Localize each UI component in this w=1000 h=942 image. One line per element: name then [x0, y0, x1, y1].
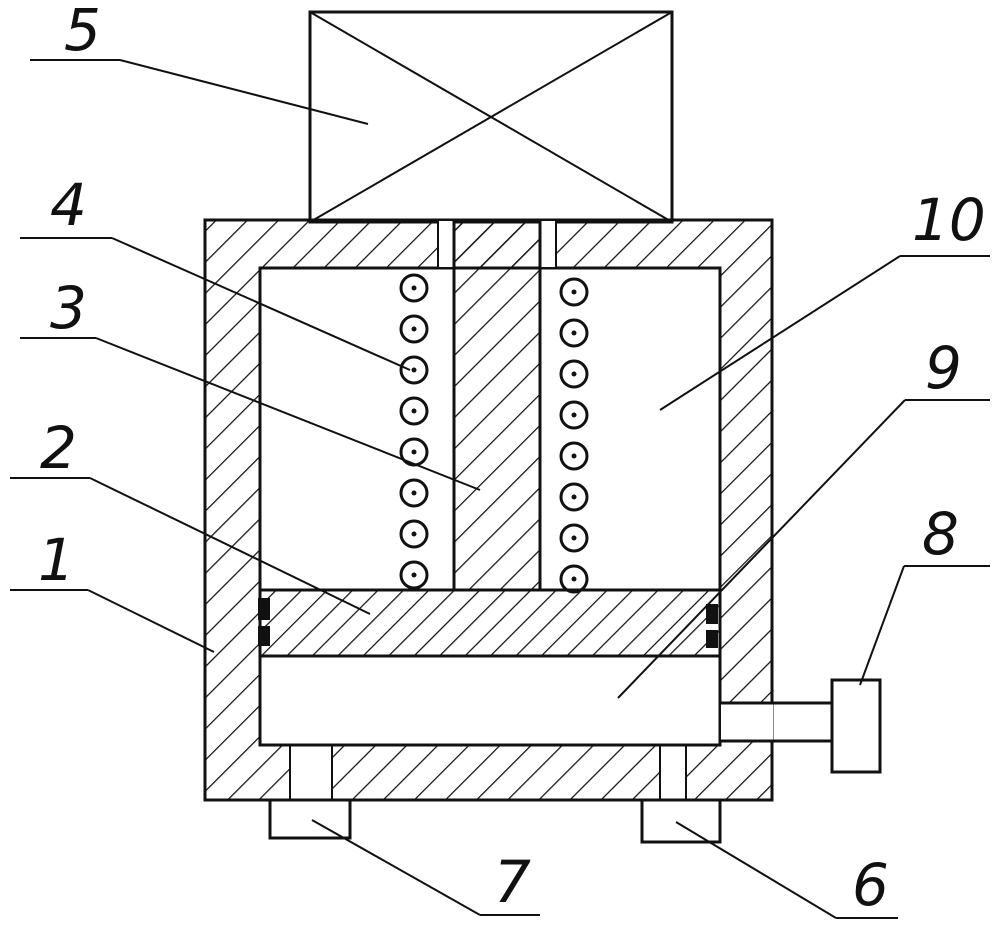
coil-left-turn-dot: [411, 572, 417, 578]
central-shaft-component-3: [452, 220, 542, 592]
label-1: 1: [38, 526, 75, 594]
part-labels: 5 4 3 2 1 10 9 8 7 6: [38, 0, 986, 919]
coil-left-turn-dot: [411, 408, 417, 414]
coil-left-turn-dot: [411, 490, 417, 496]
coil-left-turn-dot: [411, 285, 417, 291]
label-5: 5: [64, 0, 101, 64]
coil-right-turn-dot: [571, 330, 577, 336]
bottom-outlet-component-7: [268, 798, 352, 840]
piston-component-2: [258, 588, 722, 658]
label-7: 7: [494, 848, 531, 916]
top-box-component-5: [308, 10, 674, 224]
coil-left-turn-dot: [411, 367, 417, 373]
coil-right-turn-dot: [571, 576, 577, 582]
label-10: 10: [912, 186, 986, 254]
coil-right-turn-dot: [571, 453, 577, 459]
bottom-outlet-component-6: [640, 798, 722, 844]
label-3: 3: [50, 274, 87, 342]
coil-right-turn-dot: [571, 371, 577, 377]
housing-component-1: [203, 218, 774, 802]
label-8: 8: [922, 500, 959, 568]
label-2: 2: [40, 414, 77, 482]
side-valve-component-8: [721, 678, 882, 774]
label-4: 4: [50, 171, 87, 239]
coil-right-turn-dot: [571, 289, 577, 295]
coil-left-turn-dot: [411, 326, 417, 332]
coil-right: [559, 277, 589, 594]
label-9: 9: [925, 334, 962, 402]
coil-left-turn-dot: [411, 449, 417, 455]
coil-left-turn-dot: [411, 531, 417, 537]
coil-right-turn-dot: [571, 412, 577, 418]
leader-lines: [10, 59, 990, 919]
coil-right-turn-dot: [571, 535, 577, 541]
coil-right-turn-dot: [571, 494, 577, 500]
label-6: 6: [852, 851, 889, 919]
coil-left-component-4: [399, 273, 429, 590]
